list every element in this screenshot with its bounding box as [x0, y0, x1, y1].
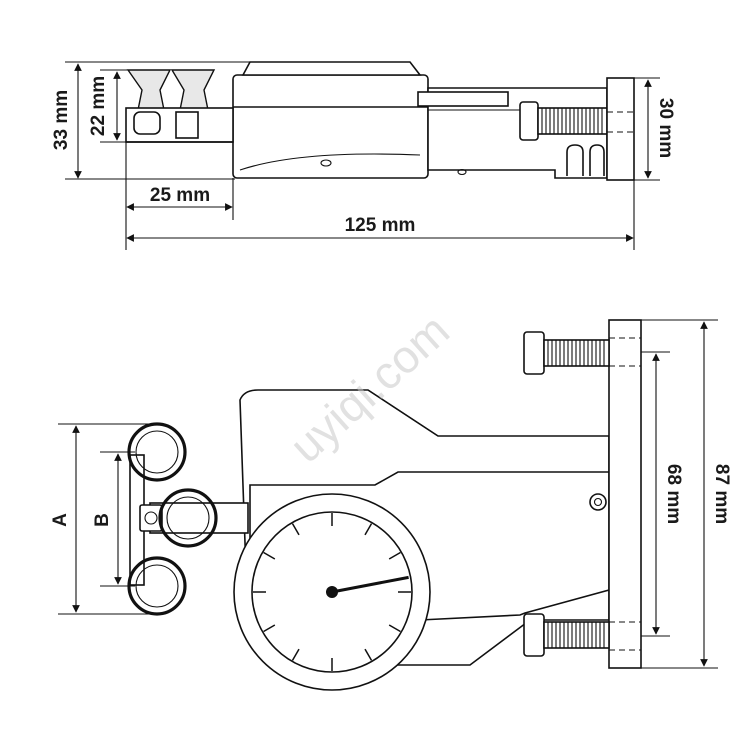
top-slot-u [566, 144, 584, 176]
top-housing-curve [239, 153, 421, 171]
dial-tick [263, 624, 276, 633]
top-housing-cap [241, 61, 422, 76]
dim-33-label: 33 mm [51, 90, 72, 150]
front-roller-clamp [139, 504, 163, 532]
dial-tick [364, 648, 373, 661]
front-end-plate [608, 319, 642, 669]
front-view: A B 68 mm 87 mm [50, 319, 732, 691]
top-screw-thread [541, 108, 603, 134]
front-roller-top [127, 422, 187, 482]
top-housing-hole [320, 159, 332, 167]
dial-tick [388, 551, 401, 560]
front-screw-bottom [523, 613, 610, 657]
dial-gauge [233, 493, 431, 691]
front-roller-bottom [127, 556, 187, 616]
top-roller-block [175, 111, 199, 139]
front-roller-clamp-hole [144, 511, 158, 525]
top-arm-hole [457, 168, 467, 176]
dim-25-label: 25 mm [150, 185, 210, 206]
dim-b-label: B [92, 513, 113, 527]
dial-tick [291, 523, 300, 536]
dial-ticks [253, 513, 411, 671]
top-arm-slot [417, 91, 509, 107]
top-roller-left [126, 69, 172, 111]
front-roller-middle [158, 488, 218, 548]
dim-68-label: 68 mm [663, 464, 684, 524]
top-screw-shaft [537, 107, 608, 135]
dial-tick [388, 624, 401, 633]
top-view: 33 mm 22 mm 30 mm 25 mm 125 mm [51, 61, 676, 250]
dial-tick [364, 523, 373, 536]
dim-a-label: A [50, 513, 71, 527]
dim-87-label: 87 mm [711, 464, 732, 524]
dim-125-label: 125 mm [345, 215, 416, 236]
dim-30-label: 30 mm [655, 98, 676, 158]
dial-center [326, 586, 338, 598]
top-roller-axle [133, 111, 161, 135]
top-roller-right [170, 69, 216, 111]
front-pivot-screw [589, 493, 607, 511]
front-upper-line [367, 389, 439, 437]
front-screw-top [523, 331, 610, 375]
dial-face [251, 511, 413, 673]
top-slot-u2 [589, 144, 605, 176]
top-end-plate [606, 77, 635, 181]
top-screw-head [519, 101, 539, 141]
dial-tick [291, 648, 300, 661]
dim-22-label: 22 mm [88, 76, 109, 136]
front-roller-shaft [149, 502, 249, 534]
dial-needle [331, 575, 409, 594]
dial-tick [263, 551, 276, 560]
front-pivot-screw-inner [593, 497, 603, 507]
